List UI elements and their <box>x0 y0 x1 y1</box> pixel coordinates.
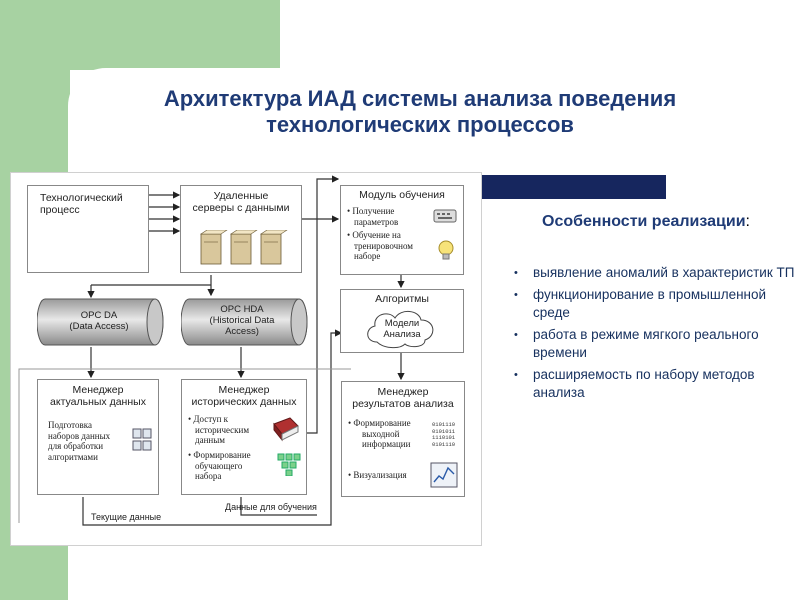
chart-icon <box>430 462 458 488</box>
architecture-diagram: Технологический процесс Удаленные сервер… <box>10 172 482 546</box>
learning-module-title: Модуль обучения <box>359 189 445 201</box>
book-icon <box>273 417 299 442</box>
algorithms-box: Алгоритмы Модели Анализа <box>340 289 464 353</box>
bullet-icon: • <box>514 369 518 381</box>
bullet-icon: • <box>514 289 518 301</box>
grid-icon <box>132 428 152 451</box>
tech-process-label: Технологический процесс <box>40 192 123 216</box>
tech-process-box: Технологический процесс <box>27 185 149 273</box>
feature-item: •выявление аномалий в характеристик ТП <box>514 265 795 280</box>
title-line-2: технологических процессов <box>266 112 574 137</box>
cloud-icon <box>367 311 434 349</box>
diagram-connectors <box>18 175 405 526</box>
results-manager-title: Менеджер результатов анализа <box>352 386 454 410</box>
binary-data-icon: 0101110 0101011 1110101 0101110 <box>432 421 456 448</box>
server-icon <box>200 230 288 265</box>
results-manager-box: Менеджер результатов анализа • Формирова… <box>341 381 465 497</box>
historical-data-manager-box: Менеджер исторических данных • Доступ к … <box>181 379 307 495</box>
bullet-icon: • <box>514 267 518 279</box>
models-label: Модели Анализа <box>383 318 421 340</box>
bullet-icon: • <box>514 329 518 341</box>
hist-item-forming: • Формирование обучающего набора <box>188 450 251 481</box>
opc-da-cylinder <box>37 298 164 346</box>
remote-servers-label: Удаленные серверы с данными <box>192 190 290 214</box>
cubes-icon <box>277 453 301 476</box>
opc-da-label: OPC DA (Data Access) <box>69 310 129 332</box>
keyboard-icon <box>433 209 457 223</box>
current-data-label: Текущие данные <box>91 512 162 522</box>
features-heading: Особенности реализации: <box>542 213 750 231</box>
title-line-1: Архитектура ИАД системы анализа поведени… <box>163 86 677 111</box>
remote-servers-box: Удаленные серверы с данными <box>180 185 302 273</box>
current-data-manager-title: Менеджер актуальных данных <box>50 384 146 408</box>
features-heading-colon: : <box>745 213 750 230</box>
current-data-manager-box: Менеджер актуальных данных Подготовка на… <box>37 379 159 495</box>
accent-bar <box>482 175 666 199</box>
learning-module-box: Модуль обучения • Получение параметров •… <box>340 185 464 275</box>
features-list: •выявление аномалий в характеристик ТП •… <box>510 264 800 406</box>
lightbulb-icon <box>438 240 454 260</box>
feature-item: •расширяемость по набору методов анализа <box>514 367 755 400</box>
opc-hda-label: OPC HDA (Historical Data Access) <box>209 304 275 337</box>
features-heading-text: Особенности реализации <box>542 213 746 230</box>
feature-item: •работа в режиме мягкого реального време… <box>514 327 759 360</box>
current-data-desc: Подготовка наборов данных для обработки … <box>48 420 111 462</box>
algorithms-title: Алгоритмы <box>375 293 429 305</box>
results-item-output: • Формирование выходной информации <box>348 418 411 449</box>
learning-item-params: • Получение параметров <box>347 206 399 227</box>
slide-title: Архитектура ИАД системы анализа поведени… <box>70 86 770 138</box>
results-item-visual: • Визуализация <box>348 470 407 480</box>
learning-item-training: • Обучение на тренировочном наборе <box>347 230 413 261</box>
feature-item: •функционирование в промышленной среде <box>514 287 767 320</box>
opc-hda-cylinder <box>181 298 308 346</box>
hist-item-access: • Доступ к историческим данным <box>188 414 250 445</box>
historical-data-manager-title: Менеджер исторических данных <box>191 384 297 408</box>
training-data-label: Данные для обучения <box>225 502 317 512</box>
